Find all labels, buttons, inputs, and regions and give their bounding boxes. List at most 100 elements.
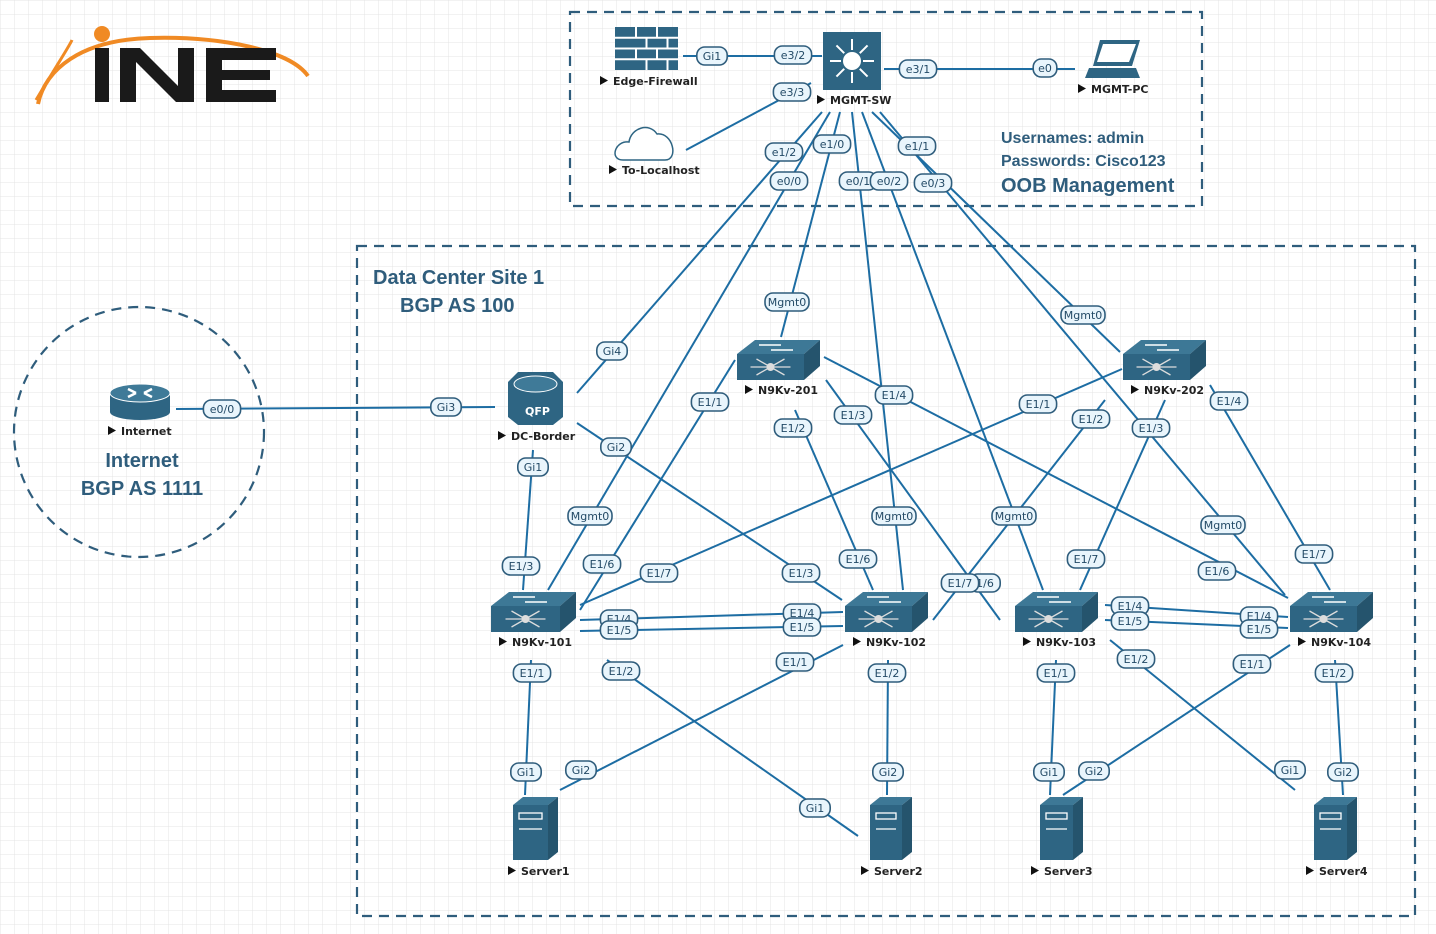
- node-server1[interactable]: Server1: [508, 797, 570, 878]
- play-triangle-icon[interactable]: [498, 431, 506, 440]
- node-label: Server3: [1044, 865, 1093, 878]
- interface-label-text: e3/2: [781, 49, 805, 62]
- node-to-localhost[interactable]: To-Localhost: [609, 126, 700, 177]
- interface-label: Gi2: [1327, 762, 1360, 782]
- play-triangle-icon[interactable]: [1078, 84, 1086, 93]
- play-triangle-icon[interactable]: [861, 866, 869, 875]
- interface-label-bg: [501, 556, 541, 576]
- node-label: Server2: [874, 865, 923, 878]
- internet-zone-title: Internet: [105, 450, 179, 472]
- play-triangle-icon[interactable]: [1306, 866, 1314, 875]
- interface-label-bg: [564, 760, 597, 780]
- interface-label-text: E1/1: [698, 396, 723, 409]
- node-label: N9Kv-202: [1144, 384, 1204, 397]
- interface-label-text: Mgmt0: [768, 296, 807, 309]
- interface-label: E1/5: [1110, 611, 1150, 631]
- interface-label-text: E1/1: [783, 656, 808, 669]
- node-label: Edge-Firewall: [613, 75, 698, 88]
- interface-label-text: E1/4: [790, 607, 815, 620]
- node-server4[interactable]: Server4: [1306, 797, 1368, 878]
- interface-label: E1/4: [1209, 391, 1249, 411]
- interface-label-text: E1/6: [1205, 565, 1230, 578]
- node-internet[interactable]: Internet: [108, 383, 172, 438]
- node-label: N9Kv-201: [758, 384, 818, 397]
- interface-label: E1/4: [1110, 596, 1150, 616]
- node-n9kv-103[interactable]: N9Kv-103: [1015, 592, 1098, 649]
- interface-label: Gi1: [516, 457, 549, 477]
- interface-label-text: E1/7: [1302, 548, 1327, 561]
- node-n9kv-101[interactable]: N9Kv-101: [491, 592, 576, 649]
- interface-label-text: E1/5: [1118, 615, 1143, 628]
- interface-label-bg: [1200, 515, 1246, 535]
- interface-label-text: E1/3: [1139, 422, 1164, 435]
- node-label: MGMT-SW: [830, 94, 891, 107]
- interface-label-text: Mgmt0: [875, 510, 914, 523]
- play-triangle-icon[interactable]: [1023, 637, 1031, 646]
- interface-label-bg: [764, 142, 804, 162]
- node-label: N9Kv-102: [866, 636, 926, 649]
- interface-label-bg: [509, 762, 542, 782]
- interface-label-bg: [798, 798, 831, 818]
- node-n9kv-102[interactable]: N9Kv-102: [845, 592, 928, 649]
- play-triangle-icon[interactable]: [609, 165, 617, 174]
- server-icon: [1040, 797, 1083, 860]
- node-n9kv-104[interactable]: N9Kv-104: [1290, 592, 1373, 649]
- interface-label: E1/3: [833, 405, 873, 425]
- link-mgmt-sw-n9kv-104[interactable]: [879, 111, 1286, 596]
- node-n9kv-202[interactable]: N9Kv-202: [1123, 340, 1206, 397]
- nexus-switch-icon: [845, 592, 928, 632]
- interface-label-bg: [1110, 611, 1150, 631]
- interface-label-bg: [1327, 762, 1360, 782]
- l3-switch-icon: [823, 32, 881, 90]
- interface-label-text: Gi2: [572, 764, 591, 777]
- play-triangle-icon[interactable]: [108, 426, 116, 435]
- interface-label-bg: [869, 171, 909, 191]
- dc-title: Data Center Site 1: [373, 267, 544, 289]
- node-n9kv-201[interactable]: N9Kv-201: [737, 340, 820, 397]
- play-triangle-icon[interactable]: [1031, 866, 1039, 875]
- interface-label: Gi1: [1033, 762, 1066, 782]
- node-mgmt-pc[interactable]: MGMT-PC: [1078, 40, 1149, 96]
- interface-label: Gi2: [599, 437, 632, 457]
- interface-label-text: E1/7: [1074, 553, 1099, 566]
- node-server3[interactable]: Server3: [1031, 797, 1093, 878]
- interface-label-text: Gi1: [703, 50, 722, 63]
- interface-label: E1/1: [690, 392, 730, 412]
- internet-zone-subtitle: BGP AS 1111: [81, 478, 203, 500]
- interface-label: E1/2: [1071, 409, 1111, 429]
- play-triangle-icon[interactable]: [1131, 385, 1139, 394]
- play-triangle-icon[interactable]: [853, 637, 861, 646]
- interface-label-text: Gi2: [1334, 766, 1353, 779]
- interface-label-text: e0/1: [846, 175, 870, 188]
- node-edge-firewall[interactable]: Edge-Firewall: [600, 27, 698, 88]
- interface-label-bg: [1232, 654, 1272, 674]
- interface-label-text: E1/7: [647, 567, 672, 580]
- interface-label-bg: [639, 563, 679, 583]
- interface-label: E1/7: [639, 563, 679, 583]
- node-mgmt-sw[interactable]: MGMT-SW: [817, 32, 891, 107]
- play-triangle-icon[interactable]: [600, 76, 608, 85]
- play-triangle-icon[interactable]: [745, 385, 753, 394]
- interface-label: Gi4: [595, 341, 628, 361]
- play-triangle-icon[interactable]: [508, 866, 516, 875]
- node-label: To-Localhost: [622, 164, 700, 177]
- interface-label: Gi3: [429, 397, 462, 417]
- oob-zone-border: [568, 10, 1204, 208]
- laptop-icon: [1085, 40, 1140, 78]
- play-triangle-icon[interactable]: [1298, 637, 1306, 646]
- node-server2[interactable]: Server2: [861, 797, 923, 878]
- interface-label-bg: [1066, 549, 1106, 569]
- play-triangle-icon[interactable]: [817, 95, 825, 104]
- play-triangle-icon[interactable]: [499, 637, 507, 646]
- interface-label-bg: [1314, 663, 1354, 683]
- interface-label-text: 1/6: [976, 577, 994, 590]
- interface-label: Mgmt0: [764, 292, 810, 312]
- interface-label-text: Gi1: [1281, 764, 1300, 777]
- interface-label-bg: [940, 573, 980, 593]
- interface-label: E1/1: [1036, 663, 1076, 683]
- interface-label-bg: [1294, 544, 1334, 564]
- interface-label: E1/1: [1232, 654, 1272, 674]
- interface-label: Mgmt0: [1060, 305, 1106, 325]
